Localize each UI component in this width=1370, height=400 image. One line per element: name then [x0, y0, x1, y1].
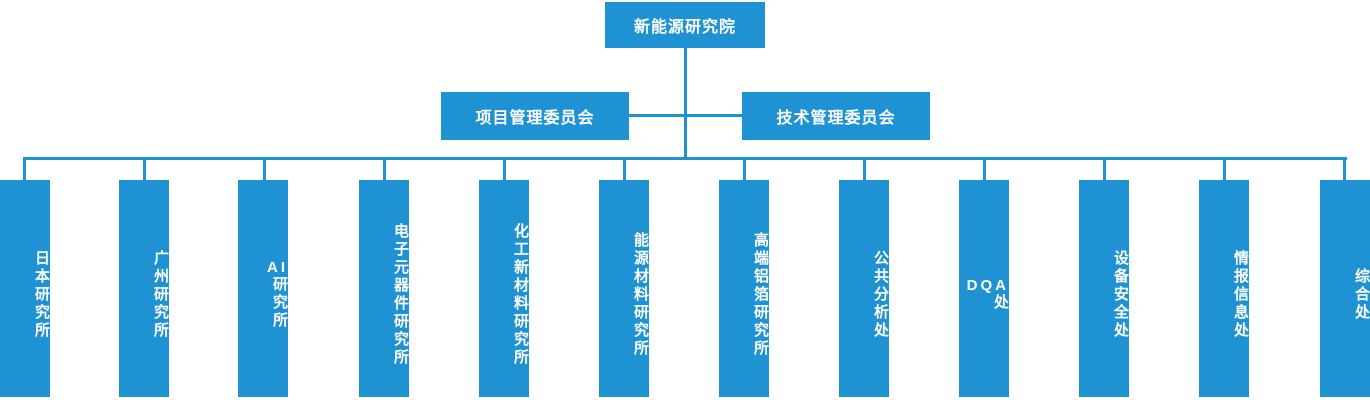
dept-node-high-end-aluminum-foil-institute[interactable]: 高端铝箔研究所 [719, 180, 769, 397]
dept-node-energy-materials-institute[interactable]: 能源材料研究所 [599, 180, 649, 397]
connector-stub-4 [383, 157, 386, 181]
root-node-label: 新能源研究院 [633, 19, 736, 36]
dept-node-public-analysis-office[interactable]: 公共分析处 [839, 180, 889, 397]
dept-node-intelligence-information-office[interactable]: 情报信息处 [1199, 180, 1249, 397]
committee-node-technical-management[interactable]: 技术管理委员会 [742, 92, 930, 140]
dept-node-general-affairs-office-label: 综合处 [1353, 267, 1370, 322]
connector-stub-11 [1223, 157, 1226, 181]
connector-stub-12 [1343, 157, 1346, 181]
committee-node-project-management[interactable]: 项目管理委员会 [441, 92, 629, 140]
connector-committee-tie [629, 114, 743, 117]
dept-node-chemical-new-materials-institute[interactable]: 化工新材料研究所 [479, 180, 529, 397]
committee-node-technical-management-label: 技术管理委员会 [776, 110, 896, 127]
connector-stub-5 [503, 157, 506, 181]
connector-stub-1 [23, 157, 26, 181]
connector-stub-3 [263, 157, 266, 181]
dept-node-high-end-aluminum-foil-institute-label: 高端铝箔研究所 [752, 231, 769, 358]
root-node[interactable]: 新能源研究院 [605, 2, 765, 48]
connector-stub-9 [983, 157, 986, 181]
dept-node-general-affairs-office[interactable]: 综合处 [1320, 180, 1370, 397]
dept-node-japan-institute[interactable]: 日本研究所 [0, 180, 50, 397]
dept-node-energy-materials-institute-label: 能源材料研究所 [632, 231, 649, 358]
dept-node-equipment-safety-office[interactable]: 设备安全处 [1079, 180, 1129, 397]
dept-node-guangzhou-institute[interactable]: 广州研究所 [119, 180, 169, 397]
dept-node-ai-institute-latin: AI [267, 258, 288, 276]
connector-stub-10 [1103, 157, 1106, 181]
connector-root-to-bus [684, 48, 687, 159]
dept-node-public-analysis-office-label: 公共分析处 [872, 249, 889, 340]
dept-node-guangzhou-institute-label: 广州研究所 [152, 249, 169, 340]
committee-node-project-management-label: 项目管理委员会 [475, 110, 595, 127]
connector-stub-8 [863, 157, 866, 181]
dept-node-equipment-safety-office-label: 设备安全处 [1112, 249, 1129, 340]
connector-stub-7 [743, 157, 746, 181]
dept-node-electronic-components-institute-label: 电子元器件研究所 [392, 222, 409, 367]
dept-node-intelligence-information-office-label: 情报信息处 [1232, 249, 1249, 340]
connector-stub-2 [143, 157, 146, 181]
dept-node-electronic-components-institute[interactable]: 电子元器件研究所 [359, 180, 409, 397]
connector-stub-6 [623, 157, 626, 181]
dept-node-ai-institute-label: 研究所 [271, 276, 288, 331]
dept-node-dqa-office-latin: DQA [966, 276, 1009, 294]
connector-department-bus [24, 157, 1347, 160]
dept-node-dqa-office-label: 处 [992, 294, 1009, 313]
dept-node-japan-institute-label: 日本研究所 [33, 249, 50, 340]
dept-node-chemical-new-materials-institute-label: 化工新材料研究所 [512, 222, 529, 367]
dept-node-ai-institute[interactable]: AI 研究所 [238, 180, 288, 397]
dept-node-dqa-office[interactable]: DQA 处 [959, 180, 1009, 397]
